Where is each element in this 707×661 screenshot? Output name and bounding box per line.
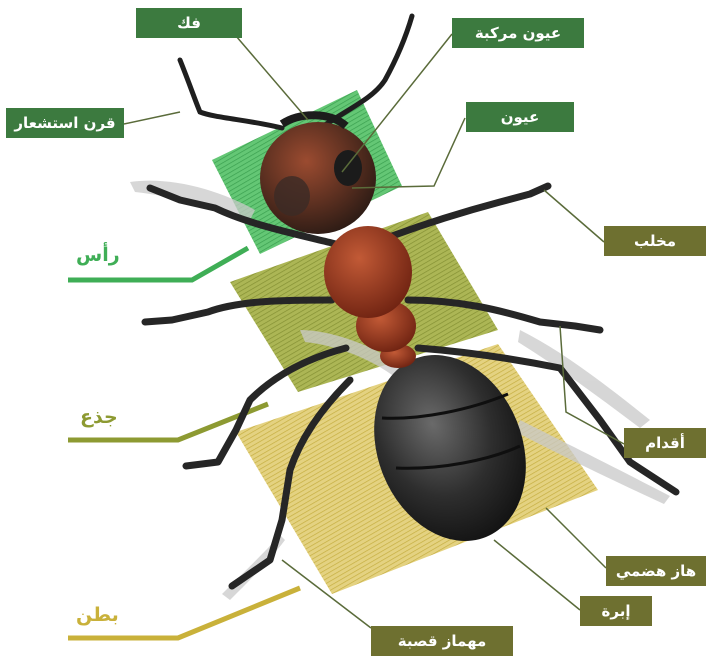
label-digestive-system: هاز هضمي xyxy=(606,556,706,586)
label-stinger: إبرة xyxy=(580,596,652,626)
label-mandible: فك xyxy=(136,8,242,38)
label-tibial-spur: مهماز قصبة xyxy=(371,626,513,656)
label-legs: أقدام xyxy=(624,428,706,458)
label-claw: مخلب xyxy=(604,226,706,256)
label-eyes: عيون xyxy=(466,102,574,132)
section-head: رأس xyxy=(76,244,120,266)
thorax-front xyxy=(324,226,412,318)
section-thorax: جذع xyxy=(80,406,118,428)
compound-eye xyxy=(334,150,362,186)
section-abdomen: بطن xyxy=(76,604,119,626)
label-compound-eyes: عيون مركبة xyxy=(452,18,584,48)
label-antenna: قرن استشعار xyxy=(6,108,124,138)
